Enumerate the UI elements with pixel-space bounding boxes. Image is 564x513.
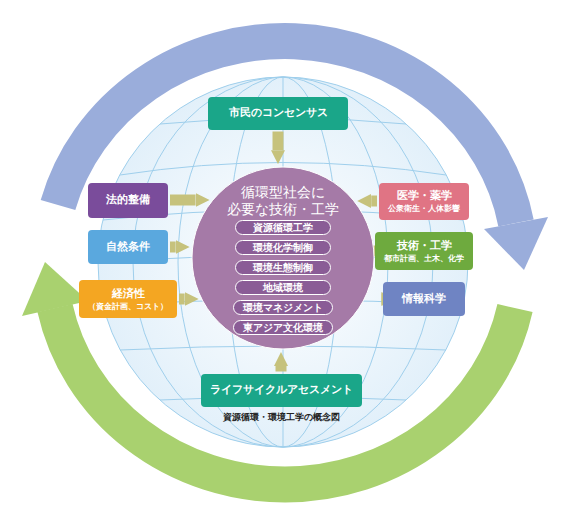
node-sublabel: 都市計画、土木、化学 — [384, 253, 464, 264]
cycle-arrow-head — [484, 217, 548, 270]
node-label: 資源循環工学 — [253, 222, 313, 234]
factor-box: ライフサイクルアセスメント — [201, 374, 362, 407]
node-sublabel: （資金計画、コスト） — [88, 301, 168, 312]
factor-box: 情報科学 — [383, 282, 465, 316]
node-label: 環境マネジメント — [243, 302, 323, 314]
factor-box: 法的整備 — [88, 183, 168, 218]
node-label: 情報科学 — [402, 292, 446, 306]
node-label: 法的整備 — [106, 193, 150, 207]
node-label: ライフサイクルアセスメント — [210, 383, 353, 397]
input-arrow — [179, 294, 185, 305]
input-arrow — [273, 132, 284, 151]
node-label: 医学・薬学 — [397, 189, 452, 203]
cycle-arrow-band — [55, 308, 515, 484]
input-arrow — [170, 195, 196, 206]
caption: 資源循環・環境工学の概念図 — [223, 411, 340, 424]
discipline-pill: 環境生態制御 — [235, 260, 331, 275]
core-circle: 循環型社会に 必要な技術・工学資源循環工学環境化学制御環境生態制御地域環境環境マ… — [191, 166, 375, 350]
input-arrow — [170, 242, 176, 253]
discipline-pill: 東アジア文化環境 — [233, 320, 333, 335]
factor-box: 技術・工学都市計画、土木、化学 — [375, 232, 473, 270]
node-label: 地域環境 — [263, 282, 303, 294]
discipline-pill: 資源循環工学 — [235, 220, 331, 235]
discipline-pill: 地域環境 — [235, 280, 331, 295]
factor-box: 自然条件 — [88, 230, 168, 264]
factor-box: 医学・薬学公衆衛生・人体影響 — [379, 183, 469, 220]
node-label: 経済性 — [112, 287, 145, 301]
input-arrow — [276, 366, 287, 372]
node-label: 市民のコンセンサス — [229, 106, 328, 120]
node-label: 東アジア文化環境 — [243, 322, 323, 334]
node-label: 自然条件 — [106, 240, 150, 254]
node-label: 環境化学制御 — [253, 242, 313, 254]
factor-box: 市民のコンセンサス — [208, 97, 348, 130]
input-arrow — [371, 196, 377, 207]
discipline-pill: 環境化学制御 — [235, 240, 331, 255]
node-label: 技術・工学 — [397, 239, 452, 253]
node-label: 環境生態制御 — [253, 262, 313, 274]
cycle-arrow-band — [58, 41, 516, 223]
node-sublabel: 公衆衛生・人体影響 — [388, 203, 460, 214]
factor-box: 経済性（資金計画、コスト） — [79, 280, 177, 318]
meridian — [178, 77, 388, 447]
node-label: 循環型社会に 必要な技術・工学 — [208, 184, 358, 218]
circle-shape — [192, 167, 374, 349]
discipline-pill: 環境マネジメント — [233, 300, 333, 315]
